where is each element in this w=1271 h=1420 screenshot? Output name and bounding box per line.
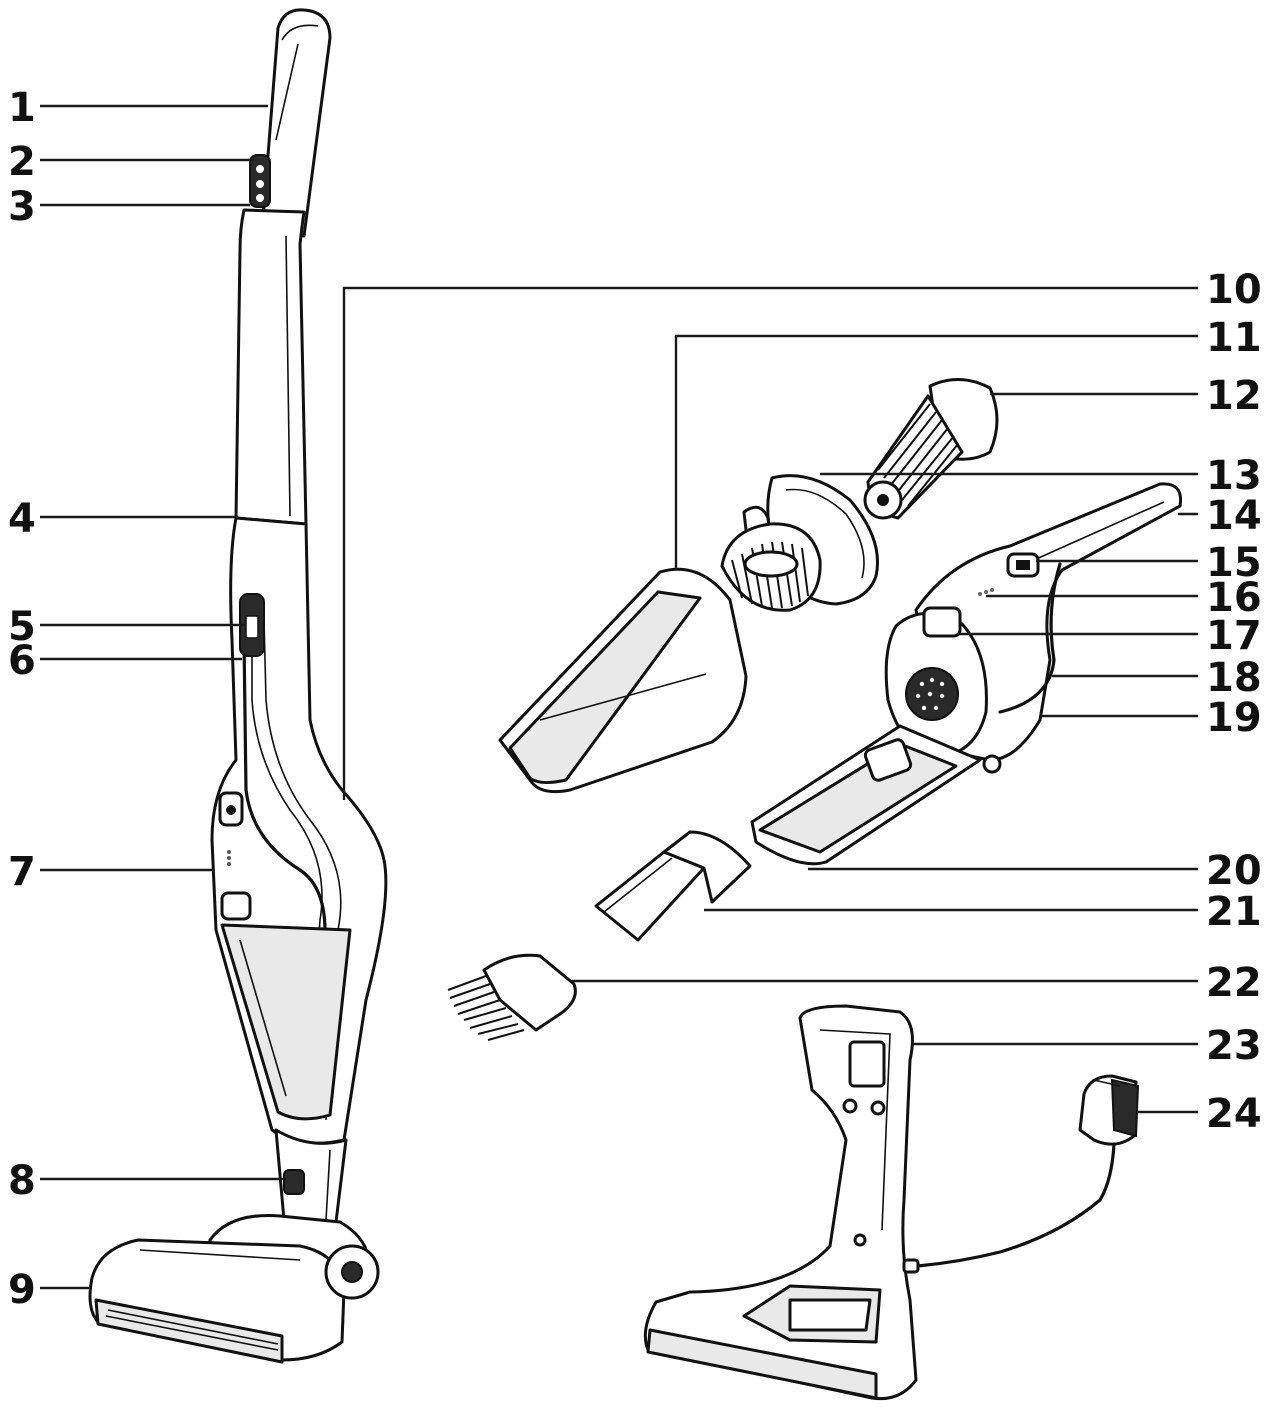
callout-24: 24 [1206,1091,1262,1137]
callout-11: 11 [1206,315,1262,361]
callout-19: 19 [1206,695,1262,741]
callout-5: 5 [8,604,36,650]
handheld-indicator-dots [978,588,994,596]
handle-buttons [249,154,271,208]
filter-holder [720,474,880,612]
callout-6: 6 [8,638,36,684]
leader-lines [40,104,1198,1290]
callout-2: 2 [8,139,36,185]
callout-8: 8 [8,1158,36,1204]
neck-release-button [283,1169,305,1195]
callout-14: 14 [1206,493,1262,539]
stick-vacuum [88,8,388,1364]
charge-indicator-dots [227,850,231,866]
motor-grille [915,677,945,711]
callout-7: 7 [8,849,36,895]
callout-21: 21 [1206,889,1262,935]
brush-nozzle [447,953,577,1041]
callout-1: 1 [8,85,36,131]
callout-9: 9 [8,1267,36,1313]
callout-22: 22 [1206,960,1262,1006]
callout-20: 20 [1206,848,1262,894]
callout-17: 17 [1206,613,1262,659]
power-adapter [916,1074,1140,1268]
callout-12: 12 [1206,373,1262,419]
callout-15: 15 [1206,540,1262,586]
callout-4: 4 [8,496,36,542]
callout-10: 10 [1206,267,1262,313]
callout-13: 13 [1206,453,1262,499]
callout-23: 23 [1206,1023,1262,1069]
release-button [220,891,252,921]
charging-station [643,1004,920,1401]
callout-18: 18 [1206,655,1262,701]
callout-3: 3 [8,184,36,230]
pleated-filter [863,377,999,520]
callout-16: 16 [1206,575,1262,621]
handheld-unit [750,482,1183,866]
callout-labels: 1 2 3 4 5 6 7 8 9 10 11 12 13 14 15 16 1… [8,85,1262,1313]
container-release-button [922,606,962,638]
dust-container [498,567,748,794]
crevice-nozzle [594,830,752,942]
